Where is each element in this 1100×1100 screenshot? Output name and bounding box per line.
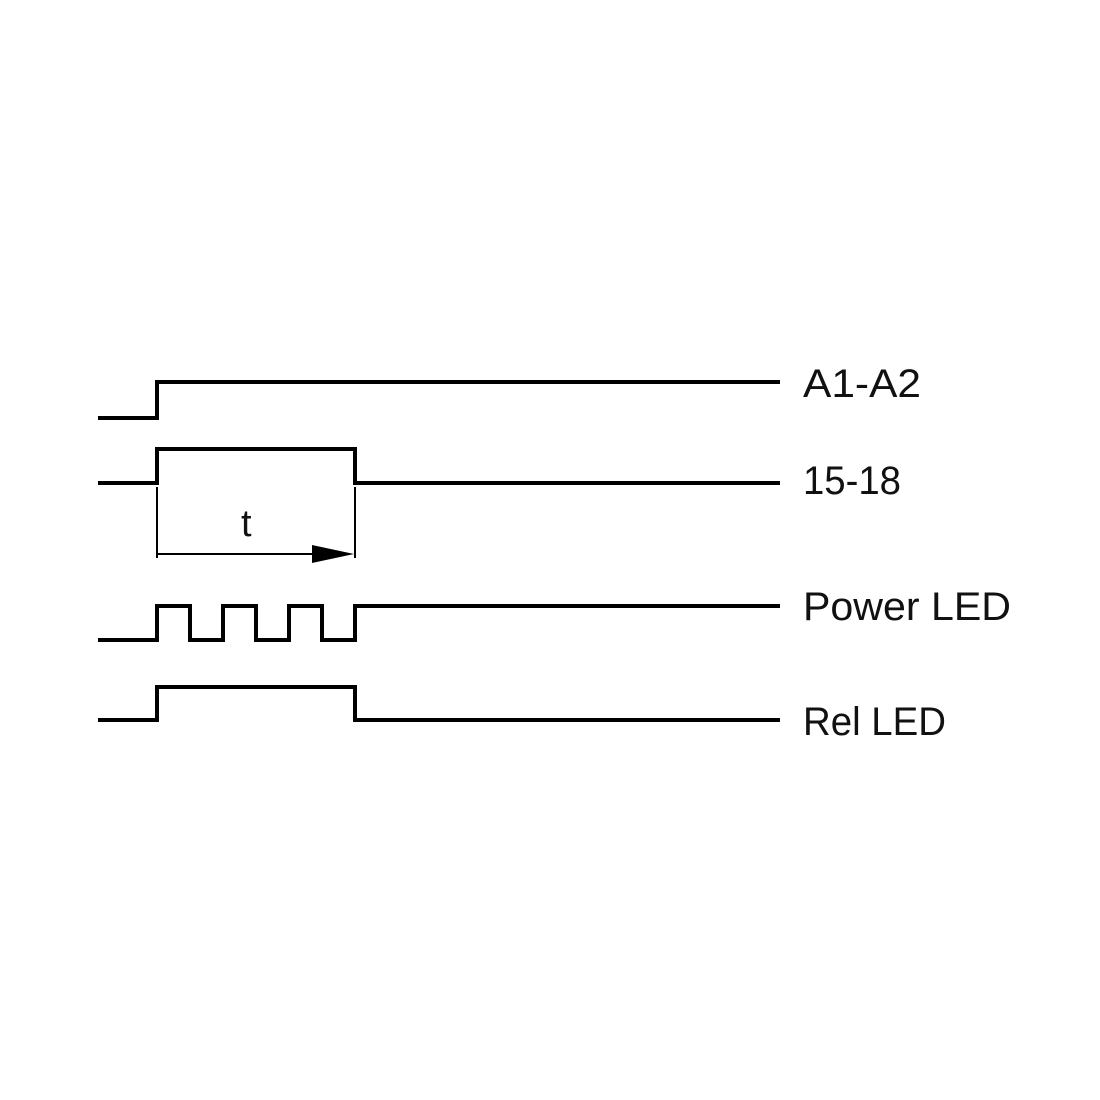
trace-15-18 bbox=[98, 447, 780, 485]
signal-label-power-led: Power LED bbox=[803, 585, 1011, 629]
trace-rel-led bbox=[98, 685, 780, 722]
trace-a1-a2 bbox=[98, 380, 780, 420]
signal-label-rel-led: Rel LED bbox=[803, 700, 946, 744]
time-interval-dimension: t bbox=[156, 487, 356, 563]
interval-arrow-head bbox=[312, 545, 354, 563]
interval-label: t bbox=[241, 503, 252, 545]
signal-label-15-18: 15-18 bbox=[803, 459, 901, 503]
trace-power-led bbox=[98, 604, 780, 642]
signal-label-a1-a2: A1-A2 bbox=[803, 362, 921, 406]
